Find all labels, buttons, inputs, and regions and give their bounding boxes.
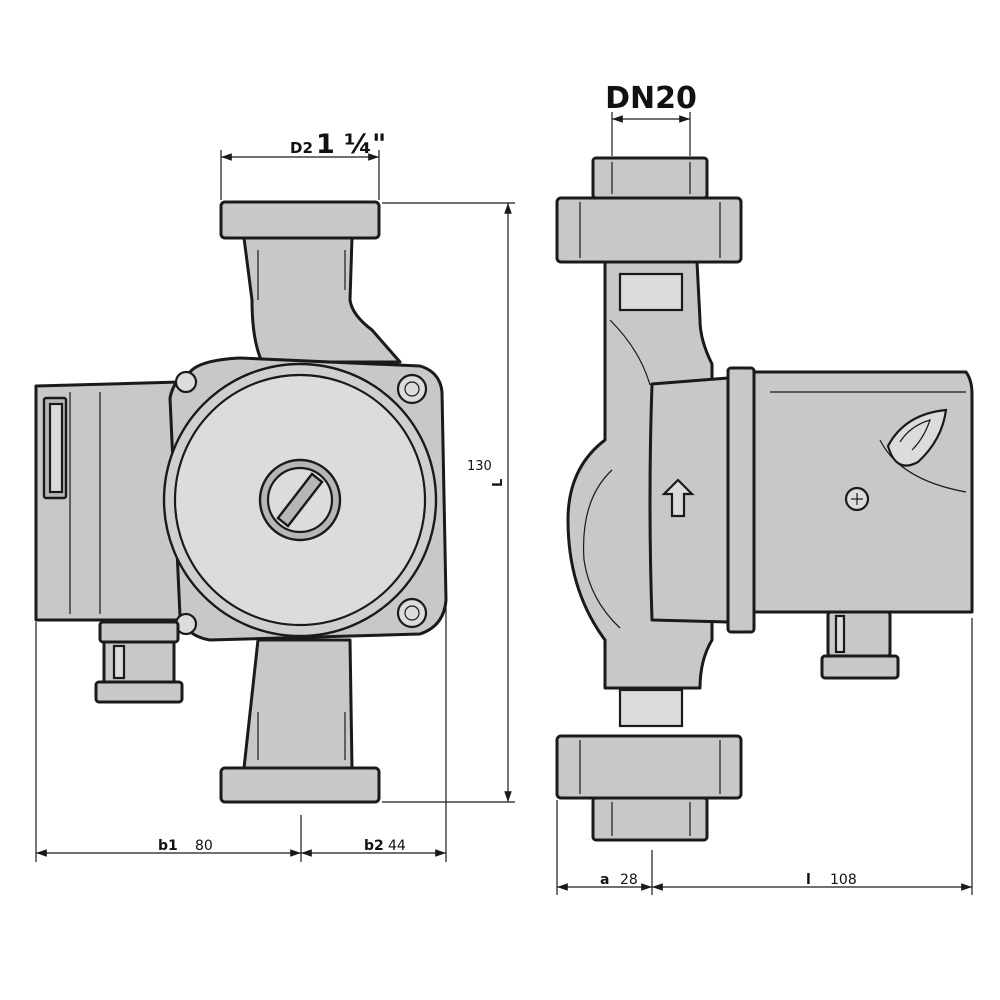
- teardrop-knob-icon: [886, 408, 948, 467]
- l-value-label: 108: [830, 872, 857, 888]
- side-view: [555, 156, 974, 842]
- height-letter-label: L: [491, 479, 506, 487]
- slot-screw-icon: [276, 472, 324, 528]
- front-bottom-flange: [219, 766, 381, 804]
- front-bottom-neck: [242, 638, 354, 770]
- side-volute: [648, 376, 730, 624]
- b2-letter-label: b2: [364, 838, 384, 854]
- side-flange-ring: [726, 366, 756, 634]
- side-bottom-nut: [591, 796, 709, 842]
- d2-prefix-label: D2: [290, 139, 313, 157]
- height-value-label: 130: [467, 459, 492, 474]
- front-view: [34, 200, 448, 804]
- b1-letter-label: b1: [158, 838, 178, 854]
- front-cable-gland: [94, 620, 184, 704]
- a-value-label: 28: [620, 872, 638, 888]
- a-letter-label: a: [600, 872, 609, 888]
- side-dimensions: [556, 112, 973, 895]
- front-top-flange: [219, 200, 381, 240]
- side-top-union: [555, 196, 743, 264]
- front-top-neck: [242, 236, 402, 364]
- side-cable-gland: [820, 610, 900, 680]
- b1-value-label: 80: [195, 838, 213, 854]
- front-dimensions: [35, 150, 515, 862]
- side-bottom-union: [555, 734, 743, 800]
- dn-size-label: DN20: [605, 81, 697, 116]
- b2-value-label: 44: [388, 838, 406, 854]
- l-letter-label: l: [806, 872, 811, 888]
- d2-value-label: 1 ¼": [316, 129, 386, 160]
- flow-direction-arrow-icon: [661, 478, 695, 518]
